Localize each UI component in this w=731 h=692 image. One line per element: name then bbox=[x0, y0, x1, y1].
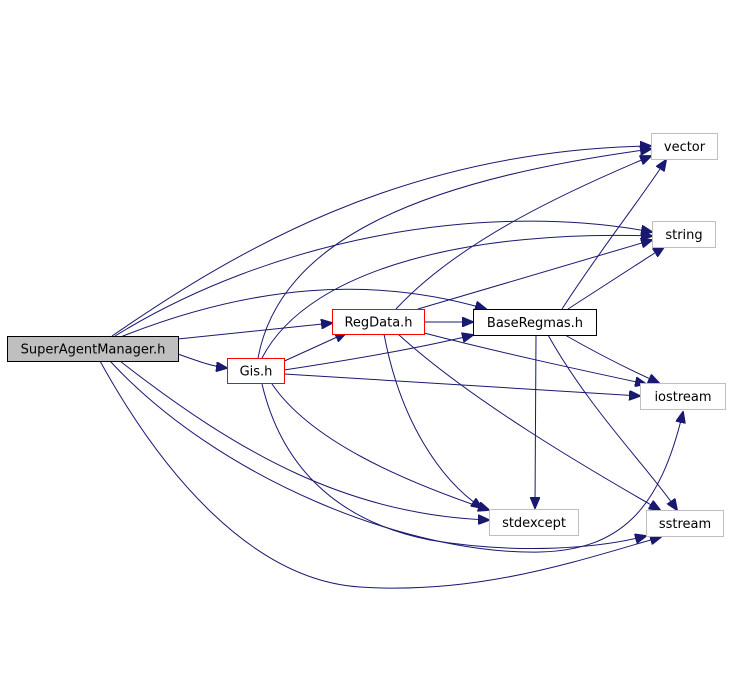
edge-gis-regdata bbox=[279, 333, 346, 364]
edge-gis-vector bbox=[257, 149, 651, 359]
node-regdata-box bbox=[332, 309, 425, 335]
node-stdexcept-label: stdexcept bbox=[502, 516, 566, 531]
node-gis-box bbox=[227, 358, 285, 384]
edge-gis-baseregmas bbox=[283, 335, 473, 371]
edge-superagentmanager-iostream bbox=[109, 360, 683, 553]
node-baseregmas[interactable]: BaseRegmas.h bbox=[473, 309, 597, 336]
edge-regdata-string bbox=[417, 240, 652, 310]
edge-superagentmanager-baseregmas bbox=[117, 288, 486, 339]
edge-superagentmanager-stdexcept bbox=[119, 360, 489, 520]
edge-superagentmanager-string bbox=[114, 220, 652, 337]
node-string[interactable]: string bbox=[652, 221, 716, 248]
edge-superagentmanager-vector bbox=[111, 146, 651, 337]
node-baseregmas-label: BaseRegmas.h bbox=[487, 316, 583, 331]
node-superagentmanager[interactable]: SuperAgentManager.h bbox=[7, 336, 179, 362]
node-iostream[interactable]: iostream bbox=[640, 383, 726, 410]
node-regdata-label: RegData.h bbox=[344, 316, 412, 331]
node-vector-box bbox=[651, 133, 718, 160]
node-regdata[interactable]: RegData.h bbox=[332, 309, 425, 335]
nodes: SuperAgentManager.h Gis.h RegData.h Base… bbox=[7, 133, 726, 537]
node-stdexcept[interactable]: stdexcept bbox=[489, 509, 579, 536]
node-superagentmanager-label: SuperAgentManager.h bbox=[21, 343, 166, 358]
edge-baseregmas-sstream bbox=[547, 334, 677, 510]
edges bbox=[99, 146, 683, 589]
edge-baseregmas-vector bbox=[561, 160, 666, 310]
node-superagentmanager-box bbox=[7, 336, 179, 362]
node-iostream-box bbox=[640, 383, 726, 410]
edge-regdata-vector bbox=[395, 156, 651, 310]
node-stdexcept-box bbox=[489, 509, 579, 536]
node-string-label: string bbox=[665, 228, 702, 243]
edge-gis-stdexcept bbox=[271, 383, 489, 510]
node-vector-label: vector bbox=[664, 140, 706, 155]
node-sstream-box bbox=[646, 510, 724, 537]
node-string-box bbox=[652, 221, 716, 248]
edge-gis-sstream bbox=[261, 383, 646, 550]
node-baseregmas-box bbox=[473, 309, 597, 336]
edge-regdata-stdexcept bbox=[383, 333, 482, 508]
edge-superagentmanager-gis bbox=[177, 353, 227, 368]
node-sstream[interactable]: sstream bbox=[646, 510, 724, 537]
edge-regdata-iostream bbox=[423, 332, 646, 384]
edge-baseregmas-iostream bbox=[564, 334, 659, 383]
edge-gis-string bbox=[261, 235, 652, 359]
edge-regdata-sstream bbox=[397, 333, 660, 510]
edge-superagentmanager-sstream bbox=[99, 360, 661, 589]
edge-baseregmas-stdexcept bbox=[535, 334, 536, 508]
node-gis-label: Gis.h bbox=[240, 365, 273, 380]
node-vector[interactable]: vector bbox=[651, 133, 718, 160]
node-gis[interactable]: Gis.h bbox=[227, 358, 285, 384]
node-sstream-label: sstream bbox=[659, 517, 711, 532]
edge-baseregmas-string bbox=[567, 247, 664, 310]
edge-superagentmanager-regdata bbox=[177, 323, 332, 340]
node-iostream-label: iostream bbox=[654, 390, 711, 405]
